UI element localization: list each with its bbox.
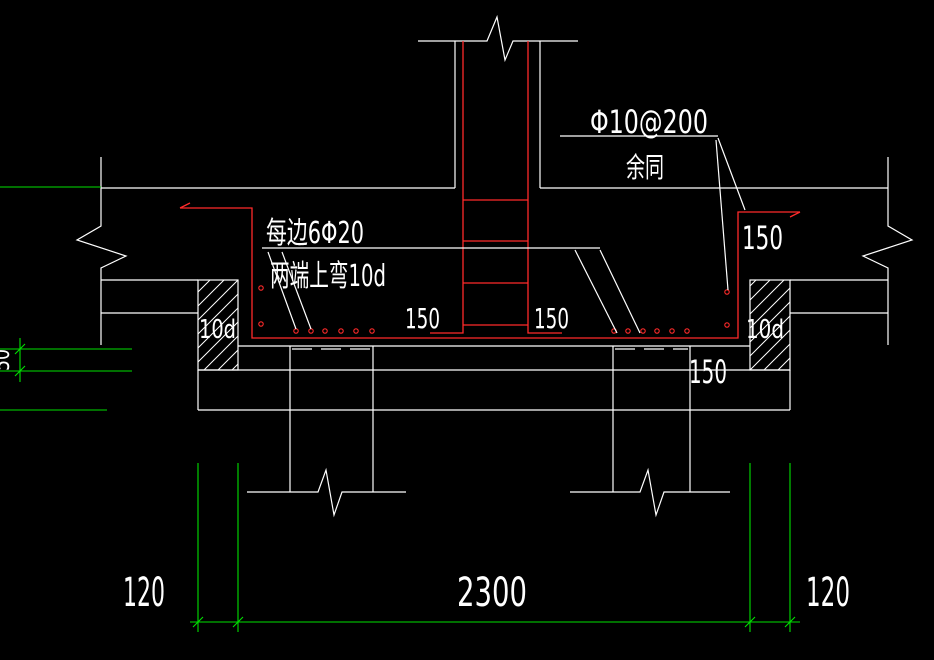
- column-bend-right-label: 150: [534, 302, 569, 335]
- dim-left-label: 120: [123, 570, 165, 616]
- rebar-dot: [258, 285, 264, 291]
- bottom-dim-ticks: [192, 616, 796, 628]
- rebar-dot: [654, 328, 660, 334]
- rebar-dot: [322, 328, 328, 334]
- cover-top-right-label: 150: [742, 219, 783, 257]
- bottom-bars-leader-left-1: [267, 251, 297, 330]
- rebar-dot: [684, 328, 690, 334]
- bottom-bars-leader-right-1: [574, 249, 618, 334]
- cap-main-bar: [180, 207, 800, 339]
- piles: [247, 346, 730, 518]
- structure-outline: [75, 14, 914, 411]
- leader-lines: [262, 135, 746, 334]
- cap-bar-hook-right: [789, 211, 801, 218]
- anchor-left-label: 10d: [199, 315, 236, 345]
- left-break-line: [75, 157, 128, 345]
- right-break-line: [861, 157, 914, 345]
- right-pile-break-line: [570, 467, 730, 518]
- rebar-dot: [724, 322, 730, 328]
- column-top-break-line: [418, 14, 578, 63]
- stirrup-leader-1: [715, 139, 729, 291]
- bottom-bars-note-label: 两端上弯10d: [270, 259, 386, 294]
- right-pile-edges: [612, 346, 691, 492]
- bottom-bars-label: 每边6Φ20: [266, 216, 364, 251]
- left-pile-edges: [289, 346, 374, 492]
- bottom-ext-lines: [197, 463, 791, 632]
- left-dim-vertical: [14, 338, 26, 382]
- rebar-dot: [353, 328, 359, 334]
- reinforcement: [179, 41, 801, 339]
- column-bar-left: [430, 41, 464, 334]
- rebar-dot: [258, 321, 264, 327]
- rebar-dot: [669, 328, 675, 334]
- column-bar-right: [527, 41, 562, 334]
- dim-right-label: 120: [806, 570, 850, 616]
- column-bend-left-label: 150: [405, 302, 440, 335]
- stirrup-leader-2: [717, 137, 746, 211]
- column-stirrups: [463, 199, 528, 326]
- dimension-lines: [0, 186, 800, 632]
- left-pile-break-line: [247, 467, 406, 518]
- rebar-dot: [724, 289, 730, 295]
- cover-bottom-right-label: 150: [689, 353, 727, 391]
- anchor-right-label: 10d: [746, 315, 784, 345]
- bottom-bars-leader-right-2: [599, 249, 641, 334]
- dim-middle-label: 2300: [457, 570, 527, 616]
- rebar-dot: [338, 328, 344, 334]
- stirrup-spec-label: Φ10@200: [590, 103, 708, 141]
- rebar-dot: [625, 328, 631, 334]
- stirrup-note-label: 余同: [626, 151, 664, 184]
- rebar-dot: [293, 328, 299, 334]
- rebar-dot: [369, 328, 375, 334]
- rebar-dot: [308, 328, 314, 334]
- left-dim-label: 50: [0, 349, 15, 371]
- bottom-bars-leader-left-2: [281, 251, 312, 330]
- annotations: Φ10@200 余同 150 每边6Φ20 两端上弯10d 150 150 10…: [0, 103, 850, 616]
- left-brick-wall-hatch: [197, 279, 239, 371]
- rebar-dot: [640, 328, 646, 334]
- cap-bar-hook-left: [179, 202, 191, 209]
